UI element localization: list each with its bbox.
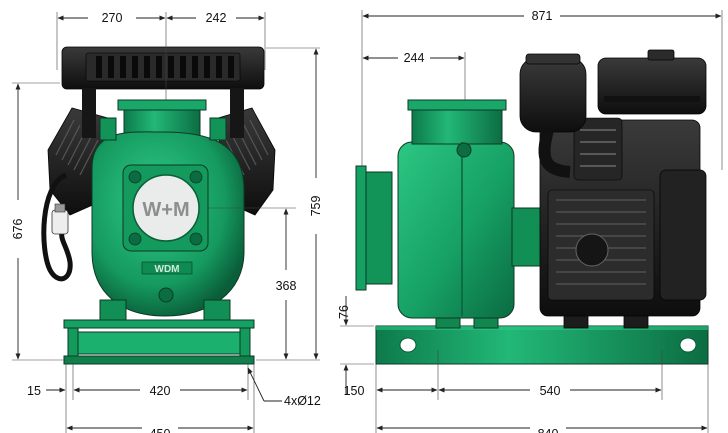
dim-150: 150 xyxy=(344,384,365,398)
dim-840: 840 xyxy=(538,427,559,433)
front-view: W+M WDM xyxy=(41,46,276,365)
dim-270: 270 xyxy=(102,11,123,25)
dim-76: 76 xyxy=(337,305,351,319)
front-cable xyxy=(41,172,73,282)
side-engine xyxy=(539,117,707,317)
logo-text: W+M xyxy=(142,199,189,221)
dim-759: 759 xyxy=(309,196,323,217)
dim-450: 450 xyxy=(150,427,171,433)
side-suction-port xyxy=(355,165,393,291)
side-view xyxy=(355,49,709,365)
dim-540: 540 xyxy=(540,384,561,398)
dimensions: 270 242 676 759 368 15 420 450 xyxy=(11,9,723,433)
brand-text: WDM xyxy=(155,264,180,275)
dim-15: 15 xyxy=(27,384,41,398)
dim-871: 871 xyxy=(532,9,553,23)
front-brand-plate: WDM xyxy=(141,261,193,275)
dim-242: 242 xyxy=(206,11,227,25)
dim-244: 244 xyxy=(404,51,425,65)
side-air-filter xyxy=(519,53,587,178)
dim-368: 368 xyxy=(276,279,297,293)
dim-676: 676 xyxy=(11,219,25,240)
front-muffler xyxy=(61,46,265,138)
side-fuel-tank xyxy=(597,49,707,115)
front-suction-flange: W+M xyxy=(122,164,209,252)
side-pump-casing xyxy=(397,99,549,319)
dim-420: 420 xyxy=(150,384,171,398)
front-base-frame xyxy=(63,299,255,365)
side-base-rail xyxy=(375,325,709,365)
dim-holes-note: 4xØ12 xyxy=(284,394,321,408)
